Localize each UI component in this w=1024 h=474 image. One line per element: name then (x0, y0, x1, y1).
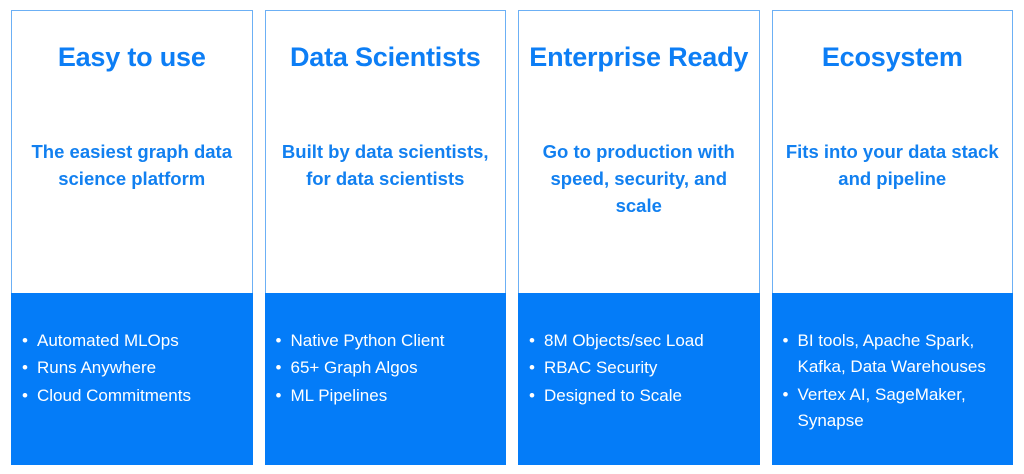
feature-card-ecosystem[interactable]: Ecosystem Fits into your data stack and … (771, 10, 1013, 465)
bullet-list: Native Python Client 65+ Graph Algos ML … (276, 328, 496, 409)
bullet-list: 8M Objects/sec Load RBAC Security Design… (529, 328, 749, 409)
list-item: Designed to Scale (529, 383, 749, 410)
card-subtitle: Built by data scientists, for data scien… (281, 141, 489, 189)
card-header-enterprise-ready: Enterprise Ready Go to production with s… (518, 10, 760, 293)
card-header-data-scientists: Data Scientists Built by data scientists… (264, 10, 506, 293)
bullet-list: BI tools, Apache Spark, Kafka, Data Ware… (783, 328, 1003, 434)
card-bullets-panel-data-scientists: Native Python Client 65+ Graph Algos ML … (264, 293, 506, 465)
list-item: RBAC Security (529, 355, 749, 382)
list-item: ML Pipelines (276, 383, 496, 410)
card-header-easy-to-use: Easy to use The easiest graph data scien… (11, 10, 253, 293)
list-item: Native Python Client (276, 328, 496, 355)
list-item: 65+ Graph Algos (276, 355, 496, 382)
card-title: Data Scientists (289, 42, 481, 72)
card-bullets-panel-easy-to-use: Automated MLOps Runs Anywhere Cloud Comm… (11, 293, 253, 465)
card-header-ecosystem: Ecosystem Fits into your data stack and … (771, 10, 1013, 293)
list-item: 8M Objects/sec Load (529, 328, 749, 355)
card-subtitle: The easiest graph data science platform (31, 141, 232, 189)
bullet-list: Automated MLOps Runs Anywhere Cloud Comm… (22, 328, 242, 409)
feature-card-easy-to-use[interactable]: Easy to use The easiest graph data scien… (11, 10, 253, 465)
card-title: Easy to use (57, 42, 206, 72)
feature-card-enterprise-ready[interactable]: Enterprise Ready Go to production with s… (518, 10, 760, 465)
card-subtitle: Go to production with speed, security, a… (542, 141, 735, 216)
card-bullets-panel-enterprise-ready: 8M Objects/sec Load RBAC Security Design… (518, 293, 760, 465)
list-item: Automated MLOps (22, 328, 242, 355)
card-subtitle: Fits into your data stack and pipeline (785, 141, 999, 189)
card-title: Enterprise Ready (529, 42, 749, 72)
list-item: BI tools, Apache Spark, Kafka, Data Ware… (783, 328, 1003, 381)
feature-card-data-scientists[interactable]: Data Scientists Built by data scientists… (264, 10, 506, 465)
list-item: Vertex AI, SageMaker, Synapse (783, 382, 1003, 435)
list-item: Cloud Commitments (22, 383, 242, 410)
list-item: Runs Anywhere (22, 355, 242, 382)
card-title: Ecosystem (821, 42, 963, 72)
card-bullets-panel-ecosystem: BI tools, Apache Spark, Kafka, Data Ware… (771, 293, 1013, 465)
